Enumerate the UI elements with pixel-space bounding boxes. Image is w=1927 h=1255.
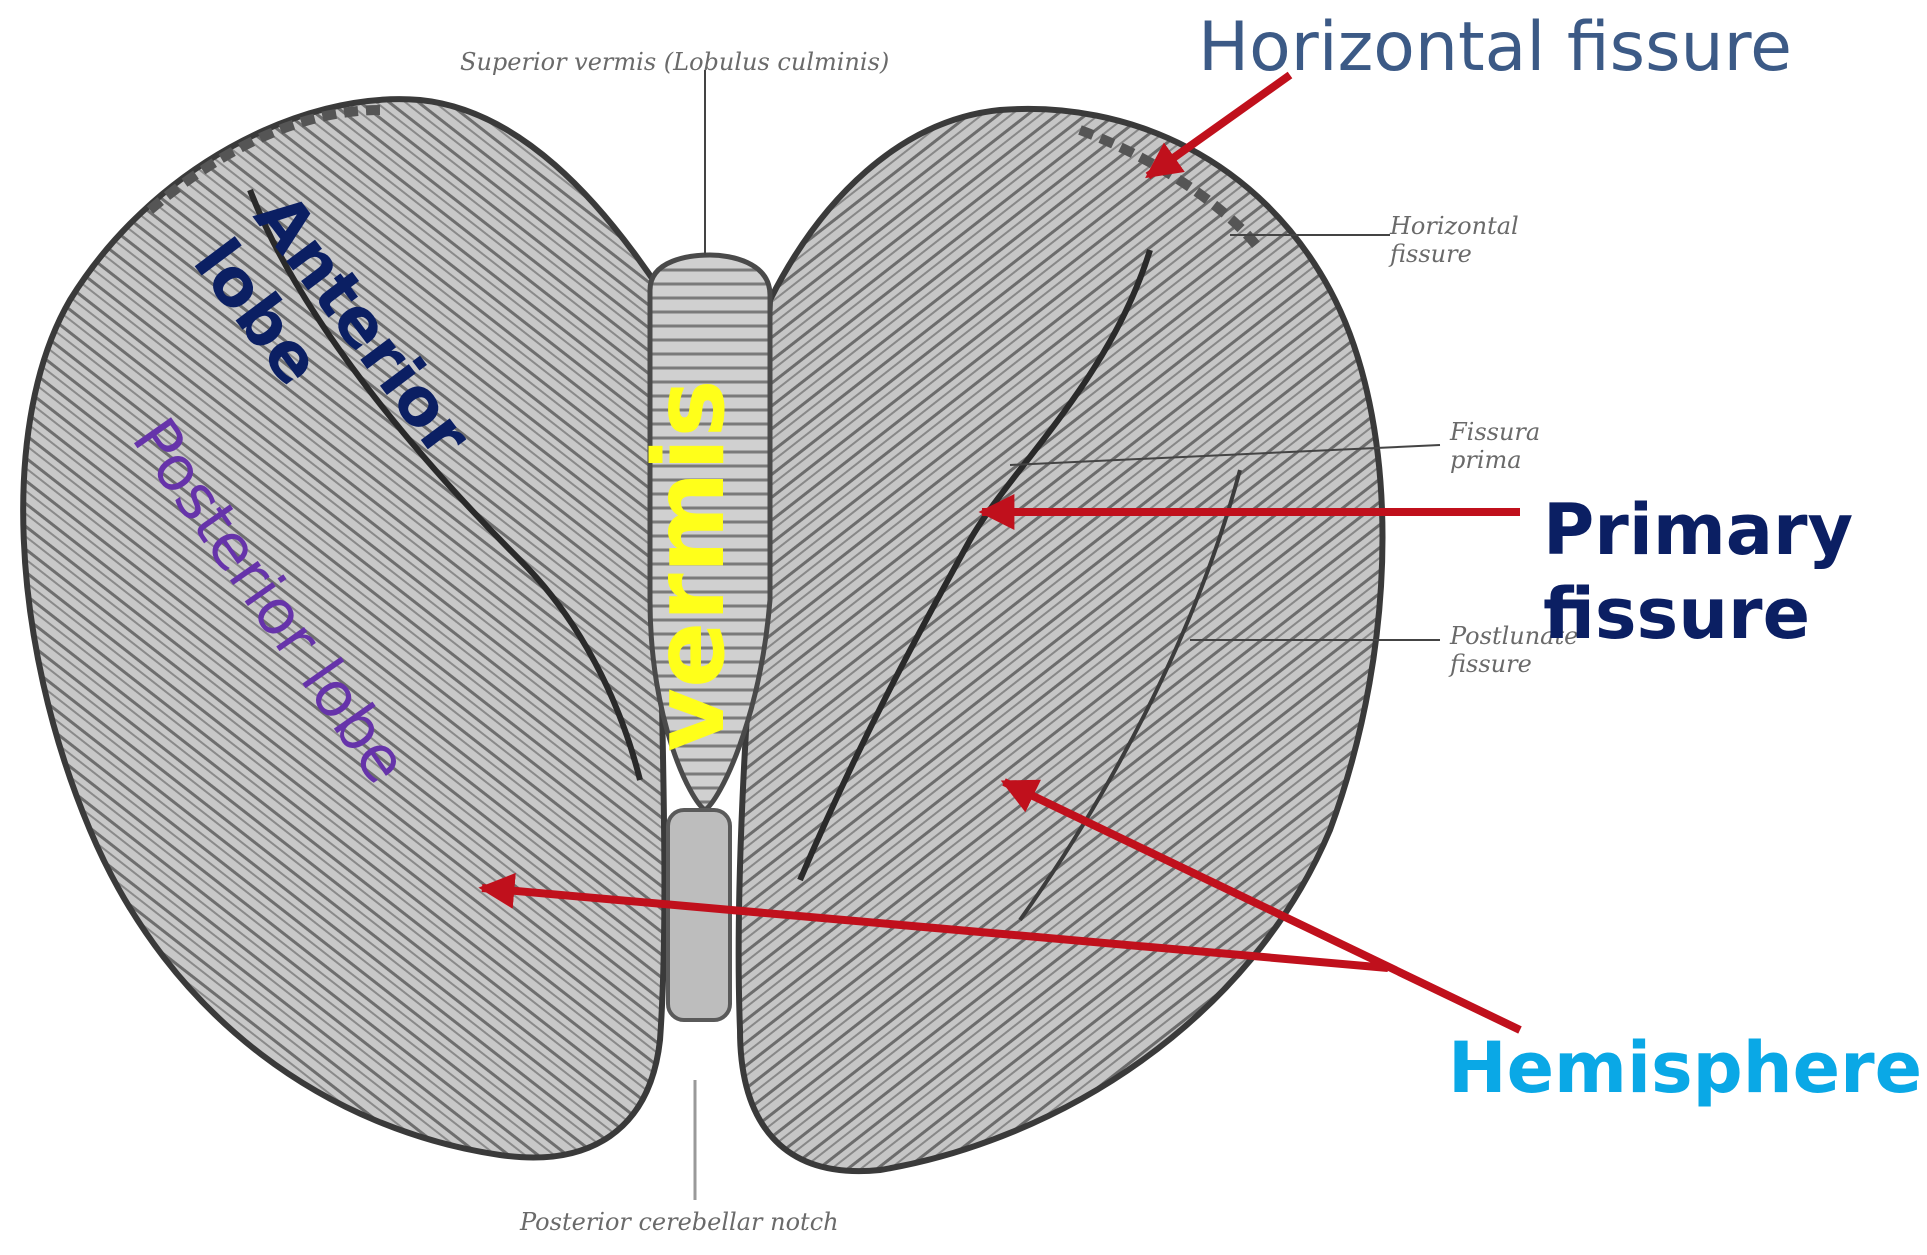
hemisphere-label: Hemisphere — [1448, 1027, 1923, 1109]
fissura-prima-caption: Fissura prima — [1450, 418, 1541, 474]
postlunate-fissure-caption: Postlunate fissure — [1450, 622, 1579, 678]
superior-vermis-caption: Superior vermis (Lobulus culminis) — [460, 48, 890, 76]
vermis-label: vermis — [633, 379, 747, 752]
right-hemisphere — [735, 106, 1386, 1175]
small-horizontal-fissure-caption: Horizontal fissure — [1390, 212, 1519, 268]
vermis-lower — [666, 808, 732, 1022]
horizontal-fissure-arrow — [1145, 71, 1293, 180]
hemisphere-arrow-left — [478, 872, 1389, 972]
posterior-notch-caption: Posterior cerebellar notch — [520, 1208, 839, 1236]
vermis-region — [647, 252, 773, 814]
primary-fissure-label: Primary fissure — [1543, 489, 1854, 655]
hemisphere-arrow-right — [1000, 778, 1522, 1034]
horizontal-fissure-label: Horizontal fissure — [1198, 8, 1792, 87]
